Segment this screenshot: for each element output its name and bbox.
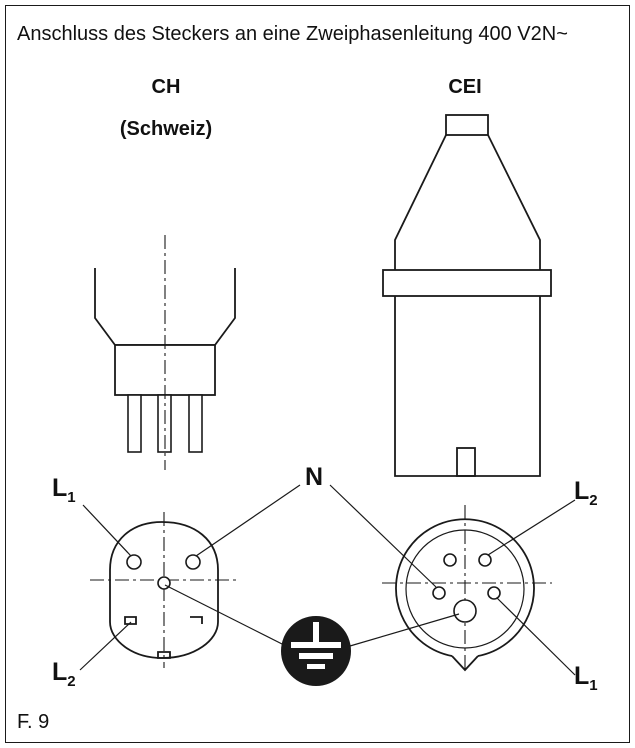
cei-plug-front-view (382, 505, 552, 672)
ch-subtitle: (Schweiz) (120, 118, 212, 140)
cei-contact-a (443, 553, 457, 567)
cei-collar (382, 269, 552, 297)
cei-contact-l2 (478, 553, 492, 567)
cei-key-slot (456, 447, 476, 477)
figure-label: F. 9 (17, 711, 49, 733)
label-l1-right: L1 (574, 662, 598, 694)
ch-contact-l1 (126, 554, 142, 570)
ch-title: CH (152, 76, 181, 98)
cei-cap (445, 114, 489, 136)
ch-plug-front-view (90, 512, 238, 668)
ch-pin-right (188, 394, 203, 453)
cei-contact-ground (453, 599, 477, 623)
label-l2-right: L2 (574, 477, 598, 509)
label-neutral: N (305, 463, 323, 491)
cei-contact-l1 (487, 586, 501, 600)
diagram-frame (5, 5, 630, 743)
ch-plug-side-view (94, 235, 236, 470)
ch-contact-n (185, 554, 201, 570)
leader-lines (79, 484, 576, 676)
ch-pin-left (127, 394, 142, 453)
cei-title: CEI (448, 76, 481, 98)
label-l1-left: L1 (52, 474, 76, 506)
label-l2-left: L2 (52, 658, 76, 690)
heading: Anschluss des Steckers an eine Zweiphase… (17, 23, 568, 45)
cei-contact-n (432, 586, 446, 600)
cei-plug-side-view (382, 114, 552, 477)
earth-ground-icon (281, 616, 351, 686)
